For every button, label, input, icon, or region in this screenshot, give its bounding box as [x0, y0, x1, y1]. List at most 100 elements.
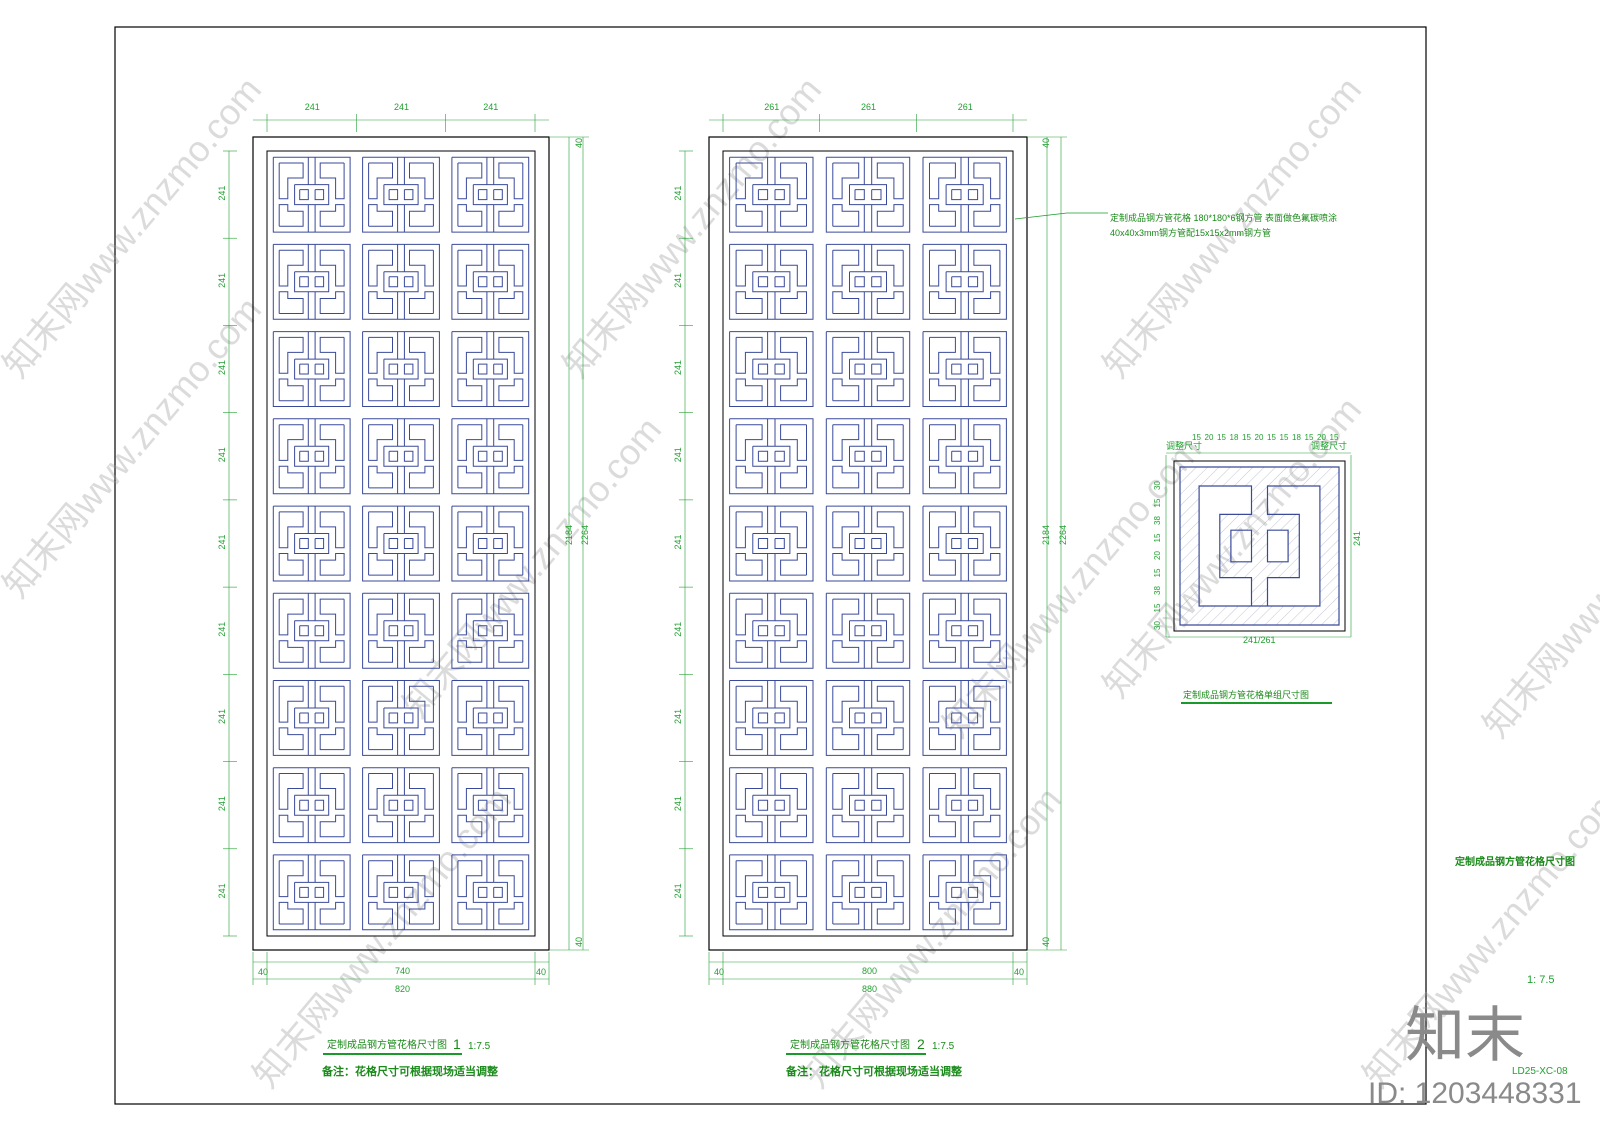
lattice-stroke — [735, 291, 763, 314]
lattice-stroke — [388, 886, 399, 898]
lattice-stroke — [752, 358, 791, 380]
lattice-stroke — [451, 505, 530, 582]
lattice-stroke — [498, 640, 524, 663]
lattice-stroke — [735, 378, 763, 402]
lattice-stroke — [368, 204, 393, 227]
lattice-stroke — [403, 799, 414, 811]
lattice-stroke — [409, 249, 434, 287]
side-dim: 241 — [673, 883, 683, 898]
side-dim: 241 — [673, 273, 683, 288]
lattice-stroke — [498, 465, 524, 489]
top-dim: 261 — [861, 102, 876, 112]
lattice-stroke — [876, 814, 904, 838]
lattice-stroke — [945, 358, 984, 380]
lattice-stroke — [299, 450, 309, 462]
lattice-stroke — [735, 901, 763, 925]
lattice-stroke — [849, 184, 887, 206]
lattice-stroke — [498, 336, 524, 374]
lattice-stroke — [757, 625, 769, 637]
lattice-stroke — [319, 640, 345, 663]
lattice-stroke — [973, 640, 1001, 663]
lattice-stroke — [457, 901, 483, 925]
lattice-stroke — [825, 156, 911, 233]
lattice-stroke — [876, 249, 904, 287]
lattice-stroke — [780, 162, 807, 200]
lattice-stroke — [832, 640, 860, 663]
lattice-stroke — [368, 511, 393, 549]
lattice-stroke — [368, 727, 393, 751]
lattice-stroke — [832, 424, 860, 461]
lattice-stroke — [729, 156, 814, 233]
lattice-stroke — [735, 553, 763, 576]
lattice-stroke — [876, 424, 904, 461]
side-dim: 241 — [217, 447, 227, 462]
lattice-stroke — [368, 814, 393, 838]
lattice-stroke — [825, 243, 911, 320]
drawing-title: 定制成品钢方管花格尺寸图 — [327, 1038, 447, 1051]
lattice-stroke — [849, 707, 887, 729]
sheet-border — [114, 26, 1427, 1105]
detail-left-dim: 30 — [1153, 481, 1162, 490]
detail-left-dim: 15 — [1153, 568, 1162, 577]
lattice-stroke — [409, 640, 434, 663]
lattice-stroke — [368, 249, 393, 287]
lattice-stroke — [832, 553, 860, 576]
lattice-stroke — [299, 538, 309, 549]
lattice-pattern — [272, 156, 530, 931]
lattice-stroke — [780, 773, 807, 810]
lattice-stroke — [973, 553, 1001, 576]
lattice-stroke — [272, 505, 351, 582]
lattice-stroke — [752, 881, 791, 903]
lattice-stroke — [278, 860, 304, 898]
lattice-stroke — [922, 243, 1007, 320]
detail-left-dim: 15 — [1153, 498, 1162, 507]
lattice-stroke — [278, 424, 304, 461]
lattice-stroke — [825, 680, 911, 756]
lattice-stroke — [929, 291, 956, 314]
lattice-stroke — [383, 358, 419, 380]
lattice-stroke — [735, 204, 763, 227]
lattice-stroke — [825, 505, 911, 582]
lattice-stroke — [457, 814, 483, 838]
detail-top-dim: 18 — [1292, 433, 1301, 442]
lattice-stroke — [735, 162, 763, 200]
lattice-stroke — [319, 249, 345, 287]
lattice-stroke — [951, 189, 962, 201]
lattice-stroke — [729, 243, 814, 320]
detail-left-dim: 15 — [1153, 603, 1162, 612]
inner-height-dim: 2184 — [564, 525, 574, 545]
lattice-stroke — [457, 424, 483, 461]
lattice-stroke — [967, 625, 979, 637]
lattice-stroke — [457, 860, 483, 898]
lattice-stroke — [498, 727, 524, 751]
lattice-stroke — [299, 625, 309, 637]
lattice-stroke — [272, 680, 351, 756]
drawing-number: 2 — [917, 1036, 925, 1052]
lattice-stroke — [368, 685, 393, 723]
lattice-stroke — [368, 773, 393, 810]
lattice-stroke — [729, 680, 814, 756]
lattice-stroke — [498, 249, 524, 287]
unit-frame — [1173, 460, 1346, 632]
inner-frame — [266, 150, 536, 937]
lattice-stroke — [922, 854, 1007, 931]
lattice-stroke — [278, 814, 304, 838]
lattice-stroke — [973, 511, 1001, 549]
lattice-stroke — [451, 331, 530, 407]
lattice-stroke — [477, 886, 488, 898]
lattice-stroke — [967, 538, 979, 549]
lattice-stroke — [735, 685, 763, 723]
lattice-stroke — [272, 156, 351, 233]
detail-top-dim: 15 — [1267, 433, 1276, 442]
lattice-stroke — [735, 598, 763, 636]
lattice-stroke — [493, 886, 503, 898]
lattice-stroke — [832, 814, 860, 838]
lattice-stroke — [319, 773, 345, 810]
lattice-stroke — [757, 538, 769, 549]
lattice-stroke — [973, 901, 1001, 925]
lattice-stroke — [876, 640, 904, 663]
lattice-stroke — [409, 465, 434, 489]
drawing-note: 备注：花格尺寸可根据现场适当调整 — [785, 1064, 962, 1078]
lattice-stroke — [368, 378, 393, 402]
